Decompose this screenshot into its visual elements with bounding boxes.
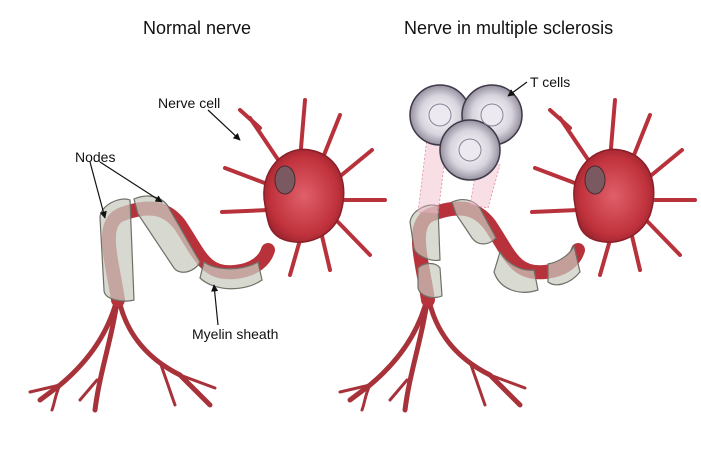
t-cells-pointer [507,81,528,97]
label-t-cells: T cells [530,74,571,90]
label-myelin-sheath: Myelin sheath [192,326,279,342]
t-cells [409,84,523,181]
neuron-cell-right [530,98,697,277]
myelin-segments-damaged-right [409,199,581,299]
normal-nerve-group [28,98,387,413]
title-normal-nerve: Normal nerve [143,18,252,38]
axon-terminals-right [338,292,527,413]
nucleus-right [584,165,606,195]
ms-nerve-group [338,81,697,413]
axon-terminals-left [28,292,217,413]
label-nerve-cell: Nerve cell [158,95,221,111]
neuron-cell-left [220,98,387,277]
nucleus-left [274,165,296,195]
pointer-lines-left [89,109,241,326]
myelin-segments-left [99,195,263,302]
title-ms-nerve: Nerve in multiple sclerosis [404,18,614,38]
axon-right [411,201,585,307]
label-nodes: Nodes [75,149,116,165]
